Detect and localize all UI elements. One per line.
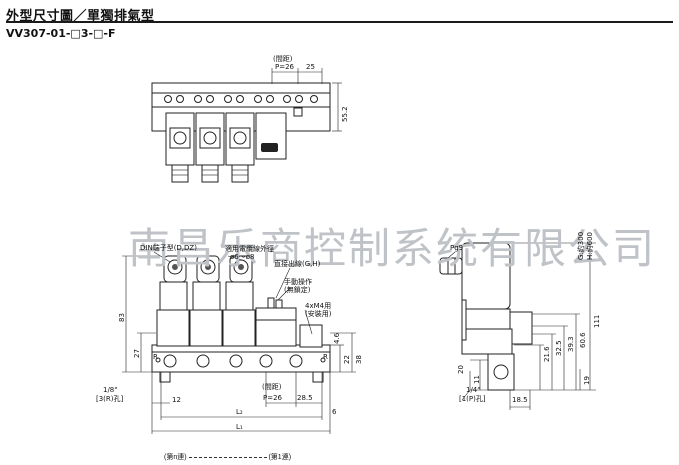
exhaust-port-size: 1/8" [103, 386, 118, 394]
mount-sub: (安裝用) [305, 310, 332, 318]
dim-39-3: 39.3 [567, 336, 575, 352]
top-pitch: P=26 [275, 63, 294, 71]
dim-32-5: 32.5 [555, 340, 563, 356]
manual-override-sub: (無鎖定) [284, 286, 311, 294]
page-title: 外型尺寸圖／單獨排氣型 [6, 8, 155, 23]
dim-21-6: 21.6 [543, 346, 551, 362]
port-r-left: R [153, 353, 158, 361]
top-height-dim: 55.2 [341, 106, 349, 122]
supply-port-size: 1/4" [466, 386, 481, 394]
mount-label: 4xM4用 [305, 302, 332, 310]
front-view [122, 251, 356, 434]
station-1: (第1連) [268, 454, 292, 461]
model-number: VV307-01-□3-□-F [6, 27, 116, 40]
dim-l2: L₂ [236, 408, 243, 416]
dim-22: 22 [343, 355, 351, 364]
pg-fitting: Pg9 [450, 244, 464, 252]
dim-6: 6 [332, 408, 337, 416]
dim-l1: L₁ [236, 423, 243, 431]
top-pitch-note: (間距) [273, 55, 293, 63]
station-table-header: (第n連) (第1連) [164, 452, 291, 462]
cable-od-label: 適用電纜線外徑 [225, 245, 274, 253]
front-pitch-note: (間距) [262, 383, 282, 391]
cable-size: ø6～ø8 [230, 253, 255, 261]
dim-83: 83 [118, 313, 126, 322]
din-terminal-label: DIN端子型(D,DZ) [140, 244, 197, 252]
dim-4-6: 4.6 [333, 332, 341, 344]
dim-38: 38 [355, 355, 363, 364]
manual-override-label: 手動操作 [284, 278, 312, 286]
dim-111: 111 [593, 314, 601, 328]
top-view [151, 68, 342, 183]
dim-20: 20 [457, 365, 465, 374]
top-end-dim: 25 [306, 63, 315, 71]
port-r-right: R [323, 353, 328, 361]
direct-lead-label: 直接出線(G,H) [274, 260, 321, 268]
station-n: (第n連) [164, 454, 187, 461]
station-leader [188, 456, 267, 458]
watermark: 南昌乐商控制系统有限公司 [128, 224, 657, 273]
dim-12: 12 [172, 396, 181, 404]
lead-h-length: H:約600 [586, 232, 594, 260]
dim-28-5: 28.5 [297, 394, 313, 402]
front-pitch: P=26 [263, 394, 282, 402]
dim-19: 19 [583, 376, 591, 385]
supply-port-label: [1(P)孔] [459, 395, 486, 403]
title-rule [6, 21, 673, 23]
side-view [439, 242, 596, 410]
dim-18-5: 18.5 [512, 396, 528, 404]
dim-60-6: 60.6 [579, 332, 587, 348]
dim-27: 27 [133, 349, 141, 358]
dim-11: 11 [473, 375, 481, 384]
exhaust-port-label: [3(R)孔] [96, 395, 124, 403]
